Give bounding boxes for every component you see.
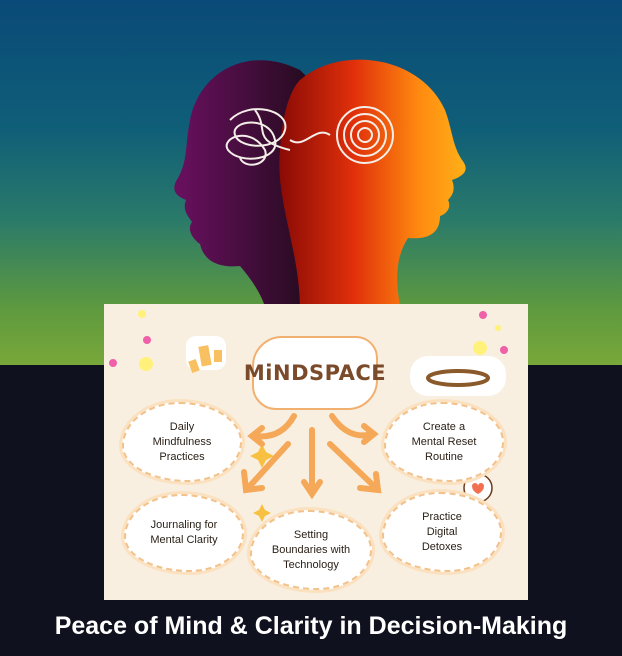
arrow-to-detox (327, 441, 379, 491)
tangled-thought-icon (225, 108, 331, 166)
node-text: Routine (425, 450, 463, 463)
node-text: Create a (422, 420, 466, 433)
node-text: Digital (426, 525, 458, 538)
right-head-silhouette (279, 59, 466, 311)
decorations (109, 310, 508, 522)
caption: Peace of Mind & Clarity in Decision-Maki… (54, 612, 568, 640)
arrow-to-daily (251, 413, 297, 440)
arrow-to-journaling (245, 441, 291, 491)
confetti-dots (109, 310, 508, 371)
arrows (241, 413, 382, 500)
node-text: Setting (293, 528, 329, 541)
node-text: Mental Reset (411, 435, 477, 448)
node-text: Daily (169, 420, 195, 433)
halo-sticker-icon (410, 356, 506, 396)
node-text: Practice (422, 510, 462, 523)
node-text: Practices (159, 450, 205, 463)
sparkle-icon (250, 444, 274, 522)
node-text: Mental Clarity (150, 534, 218, 546)
node-text: Technology (283, 558, 339, 571)
spiral-thought-icon (336, 106, 394, 164)
node-text: Boundaries with (271, 543, 351, 556)
heads-illustration (174, 59, 466, 311)
node-text: Detoxes (421, 540, 463, 553)
node-text: Mindfulness (152, 435, 212, 448)
bars-sticker-icon (186, 336, 226, 374)
node-text: Journaling for (150, 519, 218, 531)
center-node-mindspace: MiNDSPACE (244, 336, 386, 410)
